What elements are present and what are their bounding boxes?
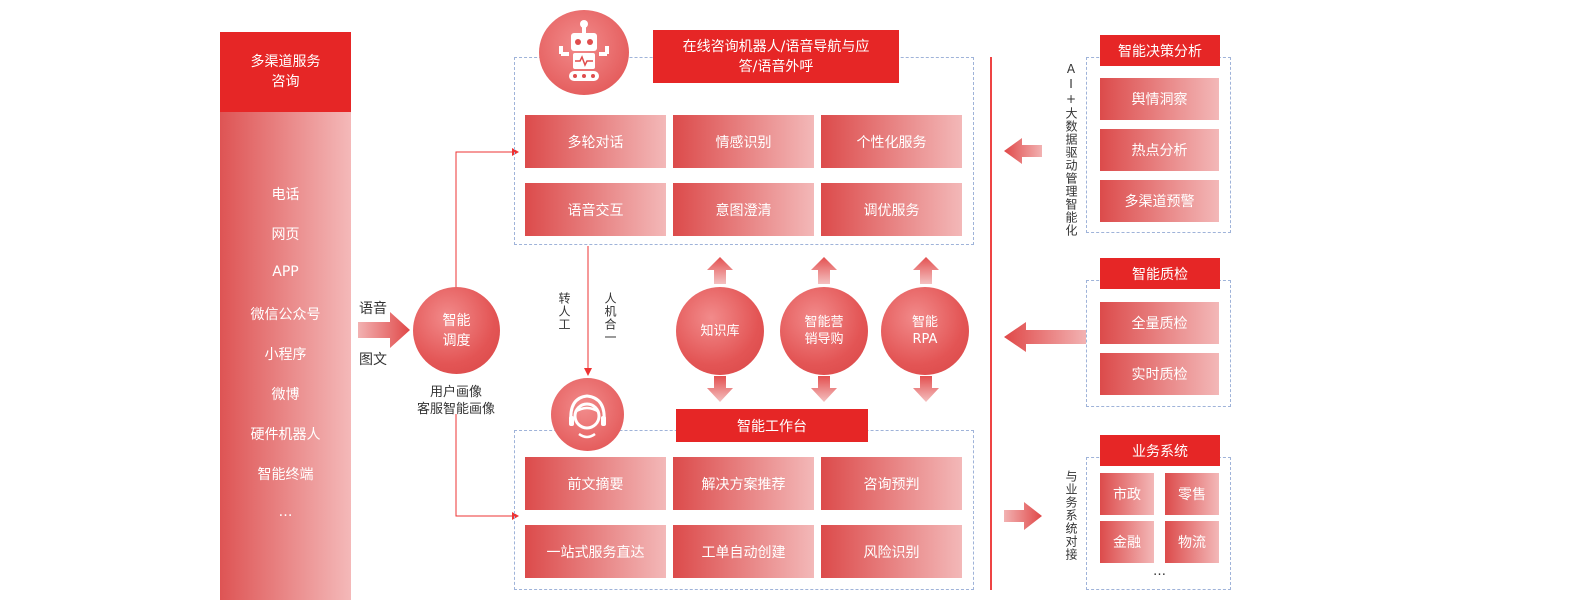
up-arrow <box>811 257 837 284</box>
business-title: 业务系统 <box>1100 435 1220 466</box>
decision-item: 舆情洞察 <box>1100 78 1219 120</box>
ai-data-label: AI+大数据驱动管理智能化 <box>1064 62 1078 237</box>
input-arrow <box>358 312 410 348</box>
up-arrow <box>707 257 733 284</box>
dispatch-caption-1: 用户画像 <box>429 385 482 400</box>
workbench-cell: 前文摘要 <box>525 457 666 510</box>
quality-title: 智能质检 <box>1100 258 1220 289</box>
quality-item: 实时质检 <box>1100 353 1219 395</box>
quality-arrow <box>1004 322 1086 352</box>
business-item: 物流 <box>1165 521 1219 563</box>
channel-item: 微博 <box>271 387 300 403</box>
to-human-label: 转人工 <box>557 292 571 331</box>
channel-item: APP <box>272 264 299 280</box>
down-arrow <box>707 376 733 402</box>
up-arrow <box>913 257 939 284</box>
decision-item: 多渠道预警 <box>1100 180 1219 222</box>
smart-marketing-circle: 智能营 销导购 <box>780 287 868 375</box>
channel-item: 电话 <box>271 187 300 203</box>
channel-item: 微信公众号 <box>250 307 321 323</box>
channel-item: 智能终端 <box>257 467 314 483</box>
business-item: 金融 <box>1100 521 1154 563</box>
dispatch-down-line <box>455 414 512 517</box>
workbench-title: 智能工作台 <box>676 409 868 442</box>
robot-avatar <box>539 10 629 95</box>
robot-cell: 个性化服务 <box>821 115 962 168</box>
business-item: 零售 <box>1165 473 1219 515</box>
robot-cell: 语音交互 <box>525 183 666 236</box>
voice-label: 语音 <box>359 301 387 317</box>
dispatch-circle: 智能 调度 <box>413 287 500 374</box>
business-more: … <box>1153 564 1166 579</box>
channel-column-title: 多渠道服务 咨询 <box>220 32 351 112</box>
channel-item: … <box>278 504 293 520</box>
business-item: 市政 <box>1100 473 1154 515</box>
robot-cell: 调优服务 <box>821 183 962 236</box>
robot-cell: 意图澄清 <box>673 183 814 236</box>
decision-title: 智能决策分析 <box>1100 35 1220 66</box>
human-machine-label: 人机合一 <box>603 292 617 344</box>
down-arrow <box>913 376 939 402</box>
business-link-label: 与业务系统对接 <box>1064 470 1078 561</box>
robot-panel-title: 在线咨询机器人/语音导航与应 答/语音外呼 <box>653 30 899 83</box>
channel-item: 小程序 <box>264 347 307 363</box>
down-arrow <box>811 376 837 402</box>
dispatch-caption-2: 客服智能画像 <box>416 402 495 417</box>
quality-item: 全量质检 <box>1100 302 1219 344</box>
knowledge-base-circle: 知识库 <box>676 287 764 375</box>
robot-cell: 情感识别 <box>673 115 814 168</box>
workbench-cell: 咨询预判 <box>821 457 962 510</box>
decision-arrow <box>1004 138 1042 164</box>
workbench-cell: 一站式服务直达 <box>525 525 666 578</box>
text-label: 图文 <box>359 352 387 368</box>
channel-item: 硬件机器人 <box>250 427 321 443</box>
workbench-cell: 解决方案推荐 <box>673 457 814 510</box>
robot-cell: 多轮对话 <box>525 115 666 168</box>
dispatch-up-line <box>455 151 512 288</box>
channel-item: 网页 <box>271 227 300 243</box>
channel-column <box>220 32 351 600</box>
smart-rpa-circle: 智能 RPA <box>881 287 969 375</box>
business-arrow <box>1004 502 1042 530</box>
agent-avatar <box>551 378 624 451</box>
workbench-cell: 风险识别 <box>821 525 962 578</box>
robot-icon <box>559 20 609 81</box>
customer-service-icon <box>569 394 606 439</box>
workbench-cell: 工单自动创建 <box>673 525 814 578</box>
decision-item: 热点分析 <box>1100 129 1219 171</box>
channel-list: 电话 网页 APP 微信公众号 小程序 微博 硬件机器人 智能终端 … <box>220 184 351 544</box>
